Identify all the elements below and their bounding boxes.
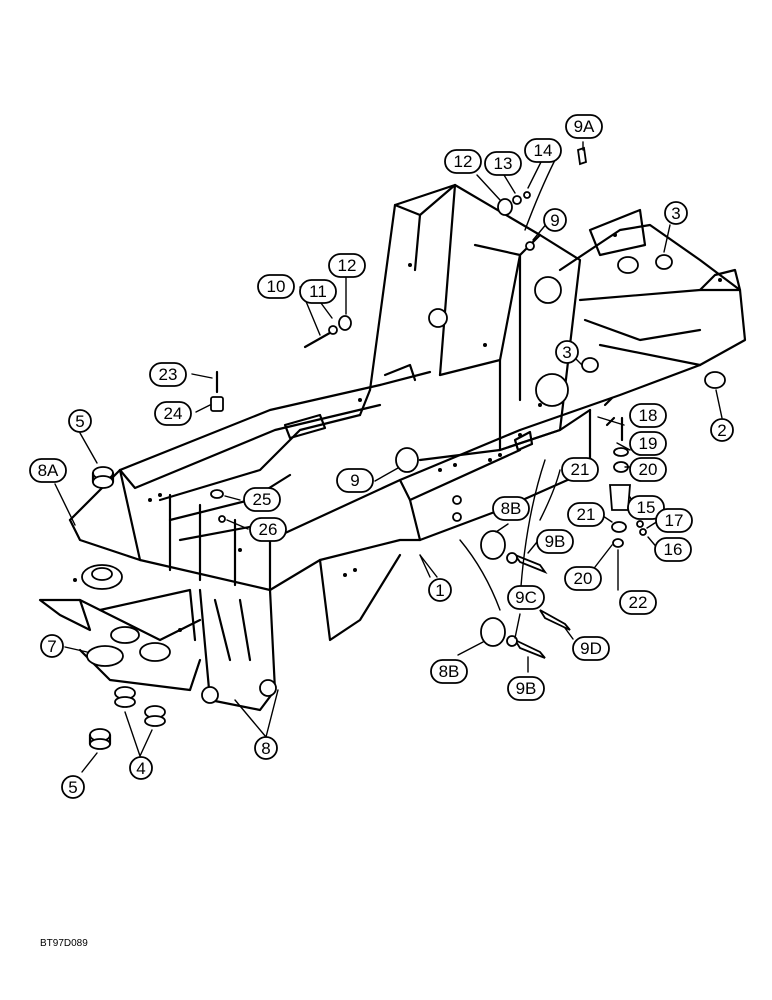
callout-19: 19: [629, 431, 667, 456]
svg-text:20: 20: [574, 569, 593, 588]
svg-text:9: 9: [350, 471, 359, 490]
callout-8: 8: [254, 736, 278, 760]
callout-12-upper: 12: [444, 149, 482, 174]
svg-text:9B: 9B: [545, 532, 566, 551]
svg-text:5: 5: [68, 778, 77, 797]
callout-22: 22: [619, 590, 657, 615]
callout-15: 15: [627, 495, 665, 520]
callout-14: 14: [524, 138, 562, 163]
svg-text:8B: 8B: [501, 499, 522, 518]
bolt-holes: [73, 233, 722, 632]
svg-text:9A: 9A: [574, 117, 595, 136]
svg-text:20: 20: [639, 460, 658, 479]
callout-1: 1: [428, 578, 452, 602]
svg-text:24: 24: [164, 404, 183, 423]
callout-7: 7: [40, 634, 64, 658]
svg-text:13: 13: [494, 154, 513, 173]
svg-text:4: 4: [136, 759, 145, 778]
callout-3-mid: 3: [555, 340, 579, 364]
callout-9b-upper: 9B: [536, 529, 574, 554]
callout-21-upper: 21: [561, 457, 599, 482]
callout-21-lower: 21: [567, 502, 605, 527]
callout-20-lower: 20: [564, 566, 602, 591]
drawing-id: BT97D089: [40, 938, 88, 949]
callout-8b-upper: 8B: [492, 496, 530, 521]
svg-text:17: 17: [665, 511, 684, 530]
svg-text:7: 7: [47, 637, 56, 656]
svg-text:11: 11: [309, 282, 327, 301]
callout-16: 16: [654, 537, 692, 562]
svg-text:16: 16: [664, 540, 683, 559]
callout-26: 26: [249, 517, 287, 542]
callout-8b-lower: 8B: [430, 659, 468, 684]
svg-text:12: 12: [338, 256, 357, 275]
callout-8c: 9: [336, 468, 374, 493]
svg-text:21: 21: [571, 460, 590, 479]
callout-25: 25: [243, 487, 281, 512]
svg-text:8B: 8B: [439, 662, 460, 681]
callout-24: 24: [154, 401, 192, 426]
exploded-parts: [88, 146, 726, 750]
svg-text:1: 1: [435, 581, 444, 600]
svg-text:5: 5: [75, 412, 84, 431]
callout-9b-lower: 9B: [507, 676, 545, 701]
callout-4: 4: [129, 756, 153, 780]
callout-18: 18: [629, 403, 667, 428]
svg-text:26: 26: [259, 520, 278, 539]
leader-lines: [54, 141, 723, 773]
callout-8a: 8A: [29, 458, 67, 483]
callout-9a: 9A: [565, 114, 603, 139]
callout-9: 9: [543, 208, 567, 232]
callout-9d: 9D: [572, 636, 610, 661]
svg-text:12: 12: [454, 152, 473, 171]
svg-text:9C: 9C: [515, 588, 537, 607]
svg-text:25: 25: [253, 490, 272, 509]
svg-text:14: 14: [534, 141, 553, 160]
svg-text:15: 15: [637, 498, 656, 517]
svg-text:8: 8: [261, 739, 270, 758]
callout-10: 10: [257, 274, 295, 299]
svg-text:9B: 9B: [516, 679, 537, 698]
svg-text:3: 3: [562, 343, 571, 362]
callout-17: 17: [655, 508, 693, 533]
callout-9c: 9C: [507, 585, 545, 610]
svg-text:22: 22: [629, 593, 648, 612]
svg-text:3: 3: [671, 204, 680, 223]
svg-text:2: 2: [717, 421, 726, 440]
callout-11: 11: [299, 279, 337, 304]
callout-13: 13: [484, 151, 522, 176]
callout-20-upper: 20: [629, 457, 667, 482]
svg-text:23: 23: [159, 365, 178, 384]
callouts: 1 2 3 3 4 5 5 7 8 9 8A 8B 8B 9 9A 9B 9B …: [29, 114, 734, 799]
callout-3-top: 3: [664, 201, 688, 225]
svg-text:10: 10: [267, 277, 286, 296]
svg-text:8A: 8A: [38, 461, 59, 480]
svg-text:9: 9: [550, 211, 559, 230]
callout-5-bottom: 5: [61, 775, 85, 799]
callout-12-lower: 12: [328, 253, 366, 278]
loader-frame-drawing: [38, 183, 747, 712]
callout-23: 23: [149, 362, 187, 387]
callout-5-top: 5: [68, 409, 92, 433]
svg-text:9D: 9D: [580, 639, 602, 658]
svg-text:21: 21: [577, 505, 596, 524]
svg-text:19: 19: [639, 434, 658, 453]
svg-text:18: 18: [639, 406, 658, 425]
callout-2: 2: [710, 418, 734, 442]
